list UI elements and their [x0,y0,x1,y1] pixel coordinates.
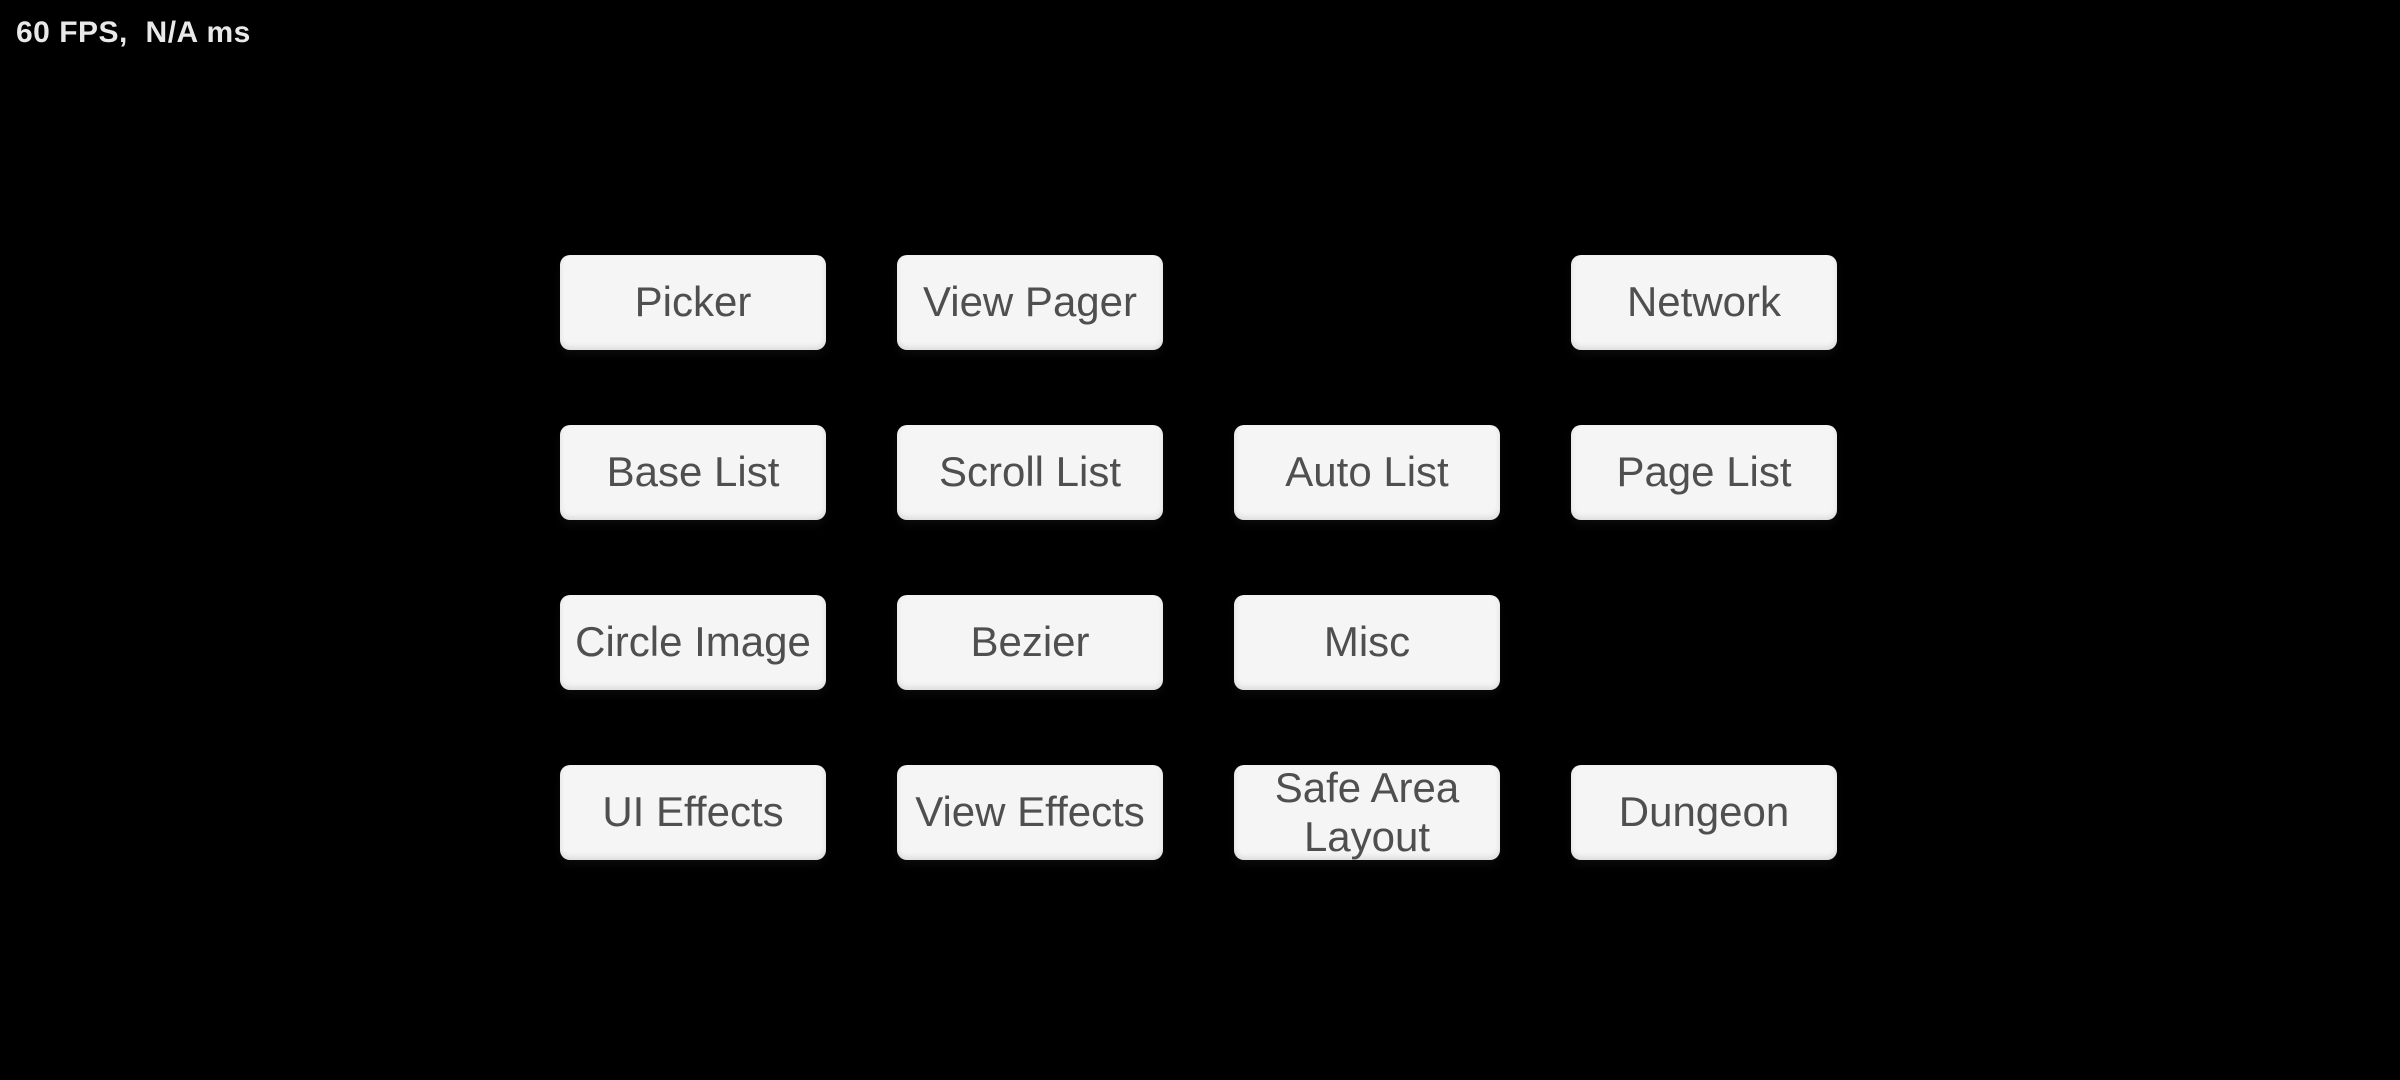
menu-button-page-list[interactable]: Page List [1571,425,1837,520]
menu-button-scroll-list[interactable]: Scroll List [897,425,1163,520]
menu-button-network[interactable]: Network [1571,255,1837,350]
menu-button-view-effects[interactable]: View Effects [897,765,1163,860]
menu-button-view-pager[interactable]: View Pager [897,255,1163,350]
menu-grid: Picker View Pager Network Base List Scro… [560,255,1837,860]
menu-button-base-list[interactable]: Base List [560,425,826,520]
menu-button-dungeon[interactable]: Dungeon [1571,765,1837,860]
menu-button-ui-effects[interactable]: UI Effects [560,765,826,860]
fps-counter: 60 FPS, N/A ms [16,16,251,49]
menu-button-circle-image[interactable]: Circle Image [560,595,826,690]
menu-button-auto-list[interactable]: Auto List [1234,425,1500,520]
menu-button-safe-area-layout[interactable]: Safe Area Layout [1234,764,1500,860]
menu-button-misc[interactable]: Misc [1234,595,1500,690]
menu-button-picker[interactable]: Picker [560,255,826,350]
menu-button-bezier[interactable]: Bezier [897,595,1163,690]
